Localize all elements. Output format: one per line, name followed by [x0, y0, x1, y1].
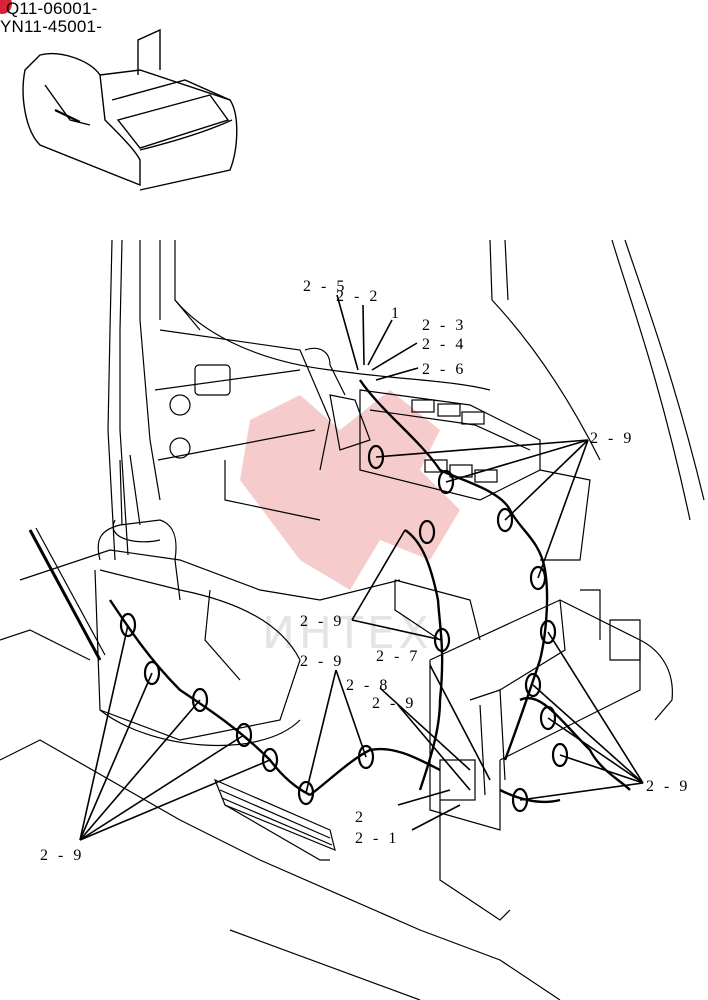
leader-lines — [79, 294, 644, 841]
harness-clamps — [119, 444, 569, 813]
serial-range-1: Q11-06001- — [6, 0, 98, 18]
callout-2-7: 2 - 7 — [376, 648, 420, 665]
inset-seat-drawing — [22, 28, 238, 191]
callout-2-3: 2 - 3 — [422, 317, 466, 334]
page-badge-icon — [0, 0, 12, 14]
callout-2-9-right: 2 - 9 — [646, 778, 690, 795]
callout-2-1: 2 - 1 — [355, 830, 399, 847]
watermark-logo — [240, 390, 460, 590]
callout-2-4: 2 - 4 — [422, 336, 466, 353]
callout-1: 1 — [391, 305, 402, 322]
callout-2-8: 2 - 8 — [346, 677, 390, 694]
callout-2-9-mid-left: 2 - 9 — [300, 613, 344, 630]
callout-2: 2 — [355, 809, 366, 826]
serial-range-2: YN11-45001- — [0, 17, 103, 36]
cab-interior-drawing — [0, 239, 705, 1000]
callout-2-9-mid: 2 - 9 — [300, 653, 344, 670]
callout-2-5: 2 - 5 — [303, 278, 347, 295]
callout-2-2: 2 - 2 — [336, 288, 380, 305]
callout-2-9-center: 2 - 9 — [372, 695, 416, 712]
callout-2-9-top-right: 2 - 9 — [590, 430, 634, 447]
callout-2-6: 2 - 6 — [422, 361, 466, 378]
callout-2-9-left: 2 - 9 — [40, 847, 84, 864]
watermark-text: ИНТЕХ — [262, 608, 433, 659]
